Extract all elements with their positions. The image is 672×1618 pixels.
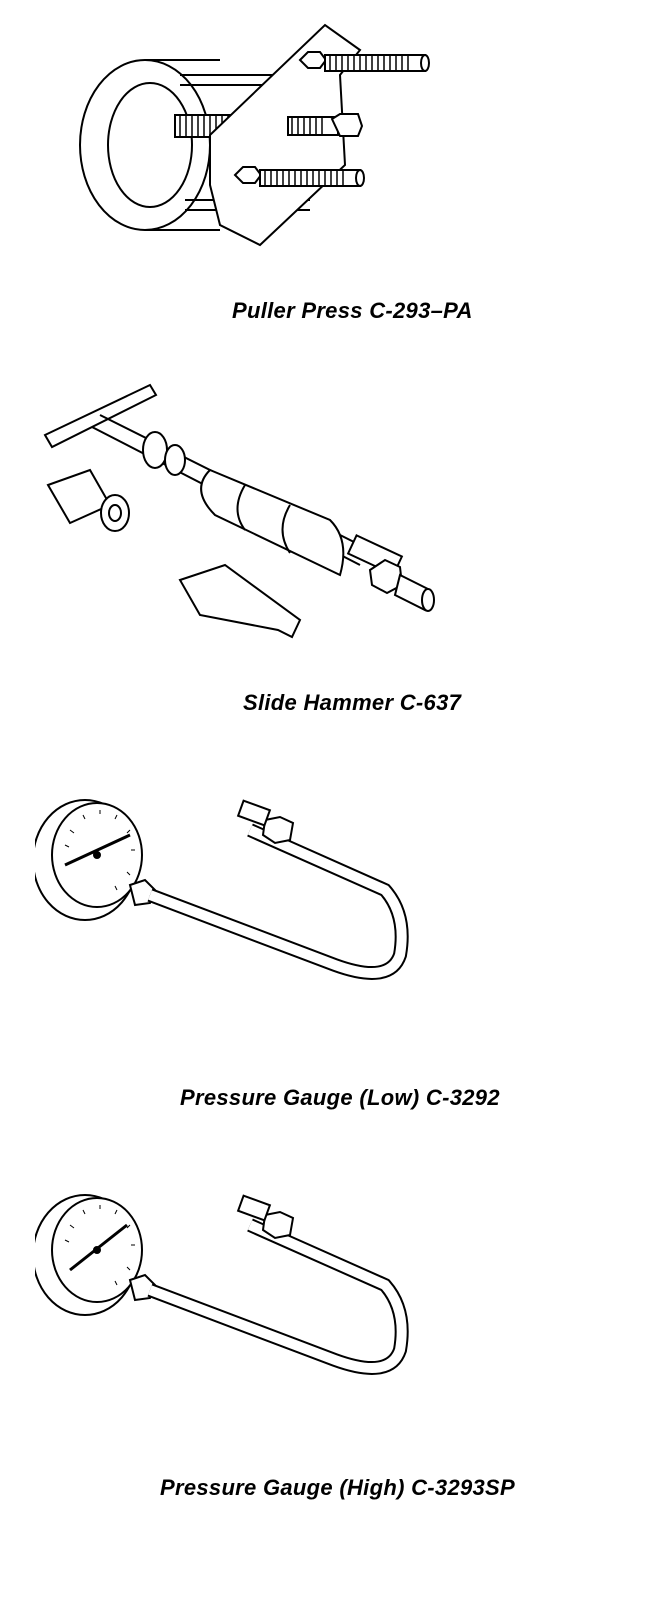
slide-hammer-illustration [30,375,450,655]
pressure-gauge-low-illustration [35,795,455,1045]
puller-press-illustration [70,15,450,265]
caption-puller-press: Puller Press C-293–PA [232,298,473,323]
caption-slide-hammer: Slide Hammer C-637 [243,690,462,715]
caption-gauge-high: Pressure Gauge (High) C-3293SP [160,1475,516,1500]
caption-gauge-low: Pressure Gauge (Low) C-3292 [180,1085,500,1110]
pressure-gauge-high-illustration [35,1190,455,1440]
